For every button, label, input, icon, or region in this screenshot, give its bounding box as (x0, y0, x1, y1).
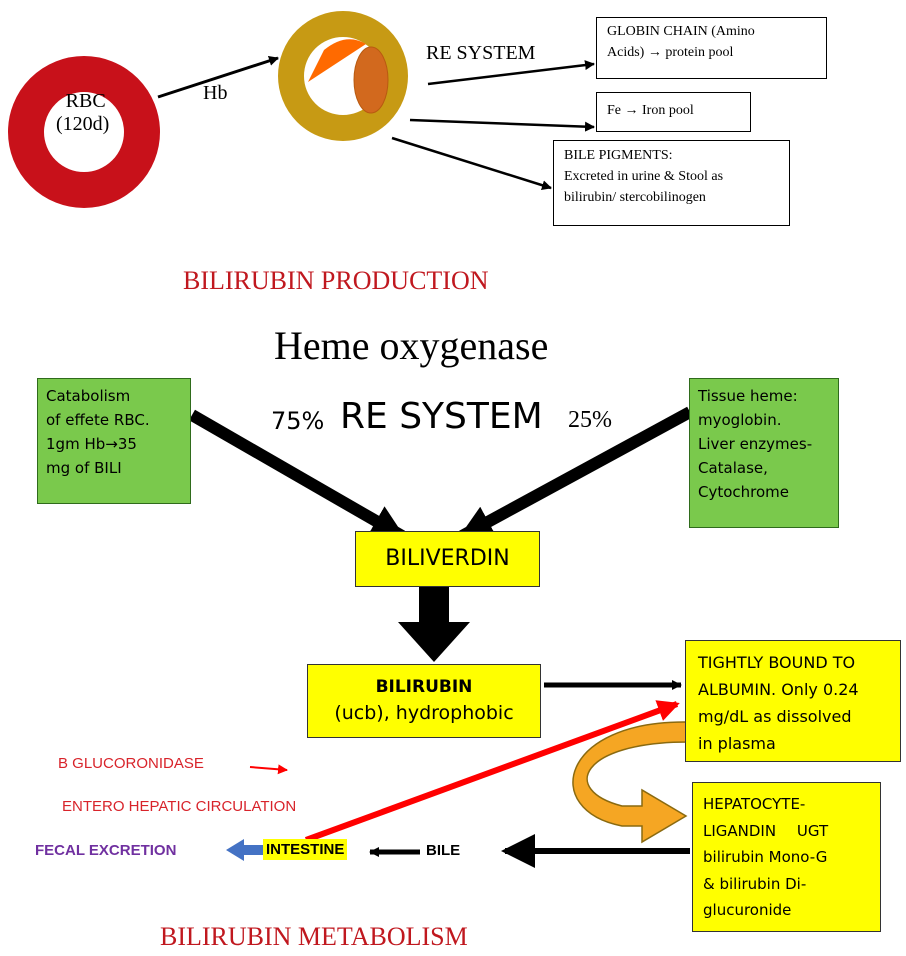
hb-arrow (157, 56, 279, 99)
bilirubin-subtitle: (ucb), hydrophobic (334, 702, 514, 724)
albumin-line3: mg/dL as dissolved (698, 707, 852, 726)
bile-pigments-line2: Excreted in urine & Stool as (564, 169, 724, 184)
bilirubin-title: BILIRUBIN (375, 677, 473, 697)
right-source-line4: Catalase, (698, 459, 768, 477)
rbc-label: RBC (120d) (56, 90, 109, 136)
arrow-to-iron (409, 118, 595, 132)
right-source-line1: Tissue heme: (698, 387, 798, 405)
arrow-to-globin (427, 60, 595, 86)
arrow-b-glucoronidase (249, 764, 288, 775)
albumin-line4: in plasma (698, 734, 776, 753)
hepatocyte-line2: LIGANDIN (703, 821, 777, 840)
arrow-left-source-to-biliverdin (189, 409, 406, 542)
production-section-title: BILIRUBIN PRODUCTION (183, 266, 489, 295)
hepatocyte-line1: HEPATOCYTE- (703, 795, 806, 813)
entero-hepatic-label: ENTERO HEPATIC CIRCULATION (62, 798, 297, 815)
rbc-ring-icon (8, 56, 160, 208)
hepatocyte-line4: & bilirubin Di- (703, 874, 807, 893)
re-system-heading: RE SYSTEM (340, 396, 543, 437)
left-source-line1: Catabolism (46, 387, 131, 405)
bile-pigments-line3: bilirubin/ stercobilinogen (564, 190, 706, 205)
intestine-label: INTESTINE (263, 839, 348, 860)
iron-pool-box: Fe → Iron pool (596, 92, 751, 132)
arrow-enterohepatic (304, 700, 680, 843)
arrow-intestine-to-fecal (226, 839, 264, 861)
rbc-name: RBC (65, 90, 106, 112)
bile-pigments-box: BILE PIGMENTS: Excreted in urine & Stool… (553, 140, 790, 226)
bile-label: BILE (426, 842, 461, 859)
right-source-line5: Cytochrome (698, 483, 790, 501)
right-source-line2: myoglobin. (698, 411, 782, 429)
hepatocyte-line5: glucuronide (703, 901, 792, 919)
left-source-line2: of effete RBC. (46, 411, 150, 429)
heme-oxygenase-title: Heme oxygenase (274, 323, 549, 368)
ugt-label: UGT (796, 821, 829, 840)
albumin-box: TIGHTLY BOUND TO ALBUMIN. Only 0.24 mg/d… (685, 640, 901, 762)
arrow-right-source-to-biliverdin (458, 406, 693, 542)
bilirubin-box: BILIRUBIN (ucb), hydrophobic (307, 664, 541, 738)
right-source-line3: Liver enzymes- (698, 435, 813, 453)
fecal-excretion-label: FECAL EXCRETION (35, 842, 177, 859)
percent-right: 25% (568, 407, 612, 433)
hepatocyte-line3: bilirubin Mono-G (703, 848, 828, 866)
iron-line1: Fe → Iron pool (607, 103, 694, 118)
curved-arrow-icon (572, 721, 689, 844)
albumin-line1: TIGHTLY BOUND TO (698, 653, 856, 672)
metabolism-section-title: BILIRUBIN METABOLISM (160, 922, 468, 951)
percent-left: 75% (271, 407, 325, 435)
rbc-lifespan: (120d) (56, 113, 110, 135)
hb-label: Hb (203, 82, 228, 104)
bile-pigments-line1: BILE PIGMENTS: (564, 148, 673, 163)
globin-line2: Acids) → protein pool (607, 45, 734, 60)
macrophage-cell-icon (278, 11, 408, 141)
globin-line1: GLOBIN CHAIN (Amino (607, 24, 755, 39)
left-source-box: Catabolism of effete RBC. 1gm Hb→35 mg o… (37, 378, 191, 504)
left-source-line3: 1gm Hb→35 (46, 435, 137, 453)
hepatocyte-box: HEPATOCYTE- LIGANDIN UGT bilirubin Mono-… (692, 782, 881, 932)
right-source-box: Tissue heme: myoglobin. Liver enzymes- C… (689, 378, 839, 528)
arrow-biliverdin-to-bilirubin (398, 586, 470, 662)
hepatocyte-line2-row: LIGANDIN UGT (703, 818, 870, 845)
b-glucoronidase-label: B GLUCORONIDASE (58, 755, 204, 772)
biliverdin-box: BILIVERDIN (355, 531, 540, 587)
albumin-line2: ALBUMIN. Only 0.24 (698, 680, 859, 699)
biliverdin-label: BILIVERDIN (385, 546, 510, 571)
arrow-to-bile-pigments (391, 136, 552, 191)
re-system-label: RE SYSTEM (426, 42, 536, 64)
left-source-line4: mg of BILI (46, 459, 122, 477)
globin-chain-box: GLOBIN CHAIN (Amino Acids) → protein poo… (596, 17, 827, 79)
